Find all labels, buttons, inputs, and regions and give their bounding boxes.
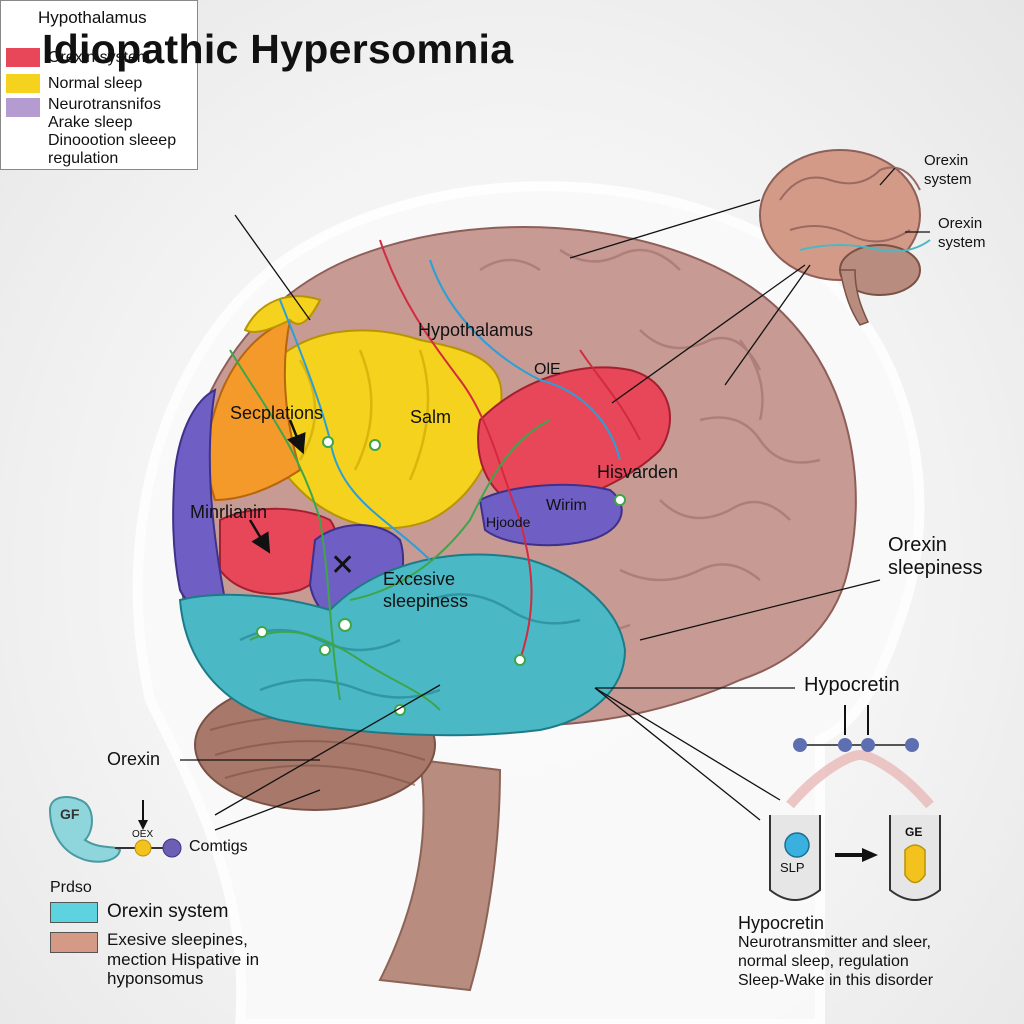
gf-label: GF	[60, 806, 80, 822]
label-excessive: Excesive	[383, 569, 456, 589]
legend-swatch-neurotransmitter	[6, 98, 40, 117]
legend-swatch-excessive-sleepiness	[50, 932, 98, 953]
small-brain-label-1a: Orexin	[924, 152, 969, 169]
synapse-diagram	[769, 705, 941, 901]
comtigs-label: Comtigs	[189, 838, 248, 855]
synapse-right-glyph: GE	[905, 825, 923, 839]
label-wirim: Wirim	[546, 497, 587, 514]
legend-swatch-orexin	[6, 48, 40, 67]
label-ole: OlE	[534, 361, 561, 378]
legend-bottom-item: Orexin system	[107, 901, 229, 922]
page-title: Idiopathic Hypersomnia	[42, 26, 514, 72]
label-salm: Salm	[410, 407, 452, 427]
legend-bottom-extra: hyponsomus	[107, 969, 204, 988]
synapse-left-glyph: SLP	[780, 860, 805, 875]
label-hypothalamus: Hypothalamus	[418, 320, 534, 340]
legend-box-top: Hypothalamus Orexin system Normal sleep …	[0, 0, 198, 170]
yellow-region	[254, 329, 503, 529]
label-secplations: Secplations	[230, 403, 324, 423]
legend-swatch-normal-sleep	[6, 74, 40, 93]
svg-text:✕: ✕	[330, 548, 355, 583]
legend-heading: Hypothalamus	[38, 8, 147, 27]
brainstem	[378, 758, 502, 992]
small-brain-label-2a: Orexin	[938, 215, 983, 232]
right-label-sleepiness: sleepiness	[888, 557, 983, 579]
purple-region-right	[478, 483, 623, 547]
right-label-orexin: Orexin	[888, 534, 947, 556]
label-hisvarden: Hisvarden	[597, 462, 679, 482]
legend-extra-line: Dinoootion sleeep	[48, 132, 177, 149]
synapse-caption-line: Neurotransmitter and sleer,	[738, 934, 931, 951]
small-brain-label-1b: system	[924, 171, 972, 188]
label-sleepiness: sleepiness	[383, 591, 469, 611]
label-hjoode: Hjoode	[486, 514, 531, 530]
legend-box-bottom: Prdso Orexin system Exesive sleepines, m…	[50, 878, 310, 988]
small-brain-label-2b: system	[938, 234, 986, 251]
label-minrlianin: Minrlianin	[190, 502, 268, 522]
synapse-caption-title: Hypocretin	[738, 913, 825, 933]
legend-extra-line: Arake sleep	[48, 114, 133, 131]
oex-label: OEX	[132, 829, 154, 840]
legend-item-label: Normal sleep	[48, 75, 143, 92]
legend-bottom-item: Exesive sleepines,	[107, 930, 248, 949]
small-brain	[759, 149, 931, 326]
legend-extra-line: regulation	[48, 150, 119, 167]
legend-bottom-heading: Prdso	[50, 879, 92, 896]
legend-swatch-orexin-system	[50, 902, 98, 923]
legend-item-label: Orexin system	[48, 49, 151, 66]
legend-bottom-extra: mection Hispative in	[107, 950, 260, 969]
gf-molecule	[48, 796, 182, 863]
left-label-orexin: Orexin	[107, 749, 161, 769]
synapse-caption-line: normal sleep, regulation	[738, 953, 909, 970]
right-label-hypocretin: Hypocretin	[804, 674, 900, 696]
synapse-caption-line: Sleep-Wake in this disorder	[738, 972, 934, 989]
legend-item-label: Neurotransnifos	[48, 96, 161, 113]
purple-region-left	[172, 388, 227, 608]
